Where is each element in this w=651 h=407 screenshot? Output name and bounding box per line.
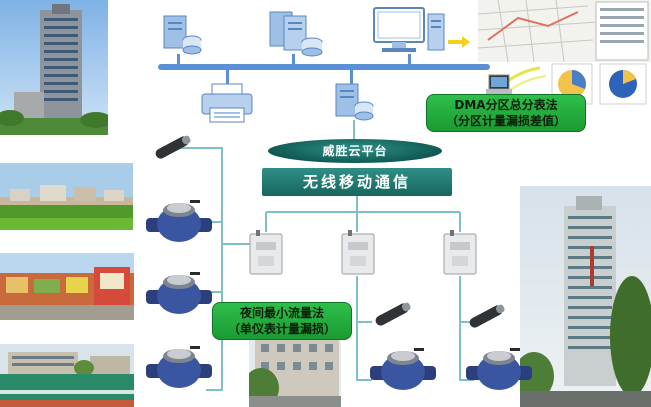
- water-meter-icon: [146, 346, 212, 388]
- laptop-icon: [486, 74, 512, 94]
- dma-method-title: DMA分区总分表法: [454, 98, 558, 112]
- arrow-icon: [448, 36, 470, 48]
- night-flow-callout: 夜间最小流量法 （单仪表计量漏损）: [212, 302, 352, 340]
- data-concentrator-icon: [443, 230, 477, 275]
- rural-village-photo: [0, 163, 133, 230]
- wireless-module-icon: [155, 135, 191, 159]
- server-icon: [269, 11, 323, 57]
- dma-method-callout: DMA分区总分表法 （分区计量漏损差值）: [426, 94, 586, 132]
- wireless-module-icon: [469, 304, 505, 328]
- printer-icon: [201, 83, 253, 123]
- water-meter-icon: [370, 348, 436, 390]
- dma-method-subtitle: （分区计量漏损差值）: [445, 114, 566, 128]
- water-meter-icon: [466, 348, 532, 390]
- wireless-comm-label: 无线移动通信: [262, 168, 452, 196]
- data-concentrator-icon: [341, 230, 375, 275]
- network-bus: [158, 64, 490, 70]
- water-meter-icon: [146, 272, 212, 314]
- high-rise-tower-photo: [520, 186, 651, 407]
- wireless-module-icon: [375, 302, 411, 326]
- shopping-street-photo: [0, 253, 134, 320]
- night-flow-subtitle: （单仪表计量漏损）: [227, 322, 336, 336]
- water-meter-icon: [146, 200, 212, 242]
- workstation-icon: [373, 7, 445, 52]
- server-icon: [335, 83, 374, 121]
- map-screenshot: [478, 0, 651, 62]
- data-concentrator-icon: [249, 230, 283, 275]
- night-flow-title: 夜间最小流量法: [239, 306, 324, 320]
- school-playground-photo: [0, 344, 134, 407]
- office-building-photo: [0, 0, 108, 135]
- server-icon: [163, 15, 202, 55]
- cloud-platform-label: 威胜云平台: [268, 139, 442, 163]
